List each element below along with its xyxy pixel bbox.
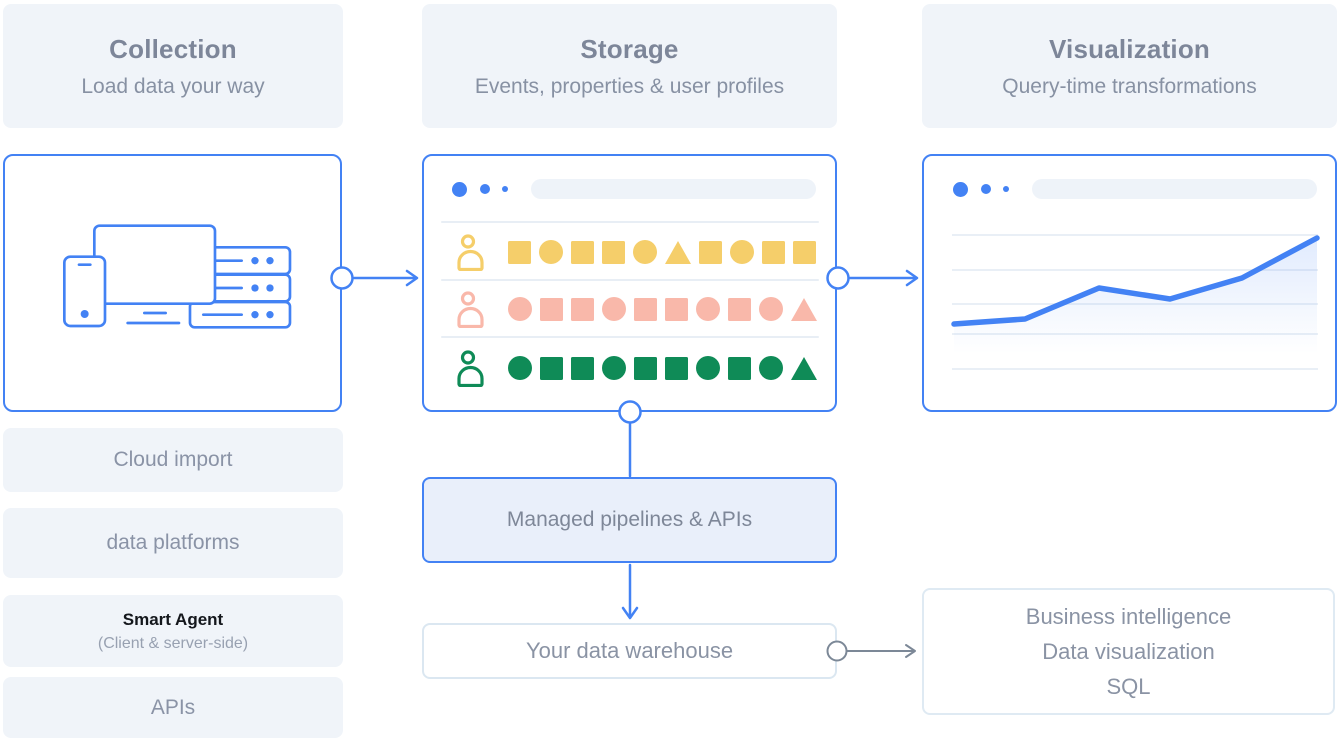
row-divider: [441, 279, 819, 281]
square-shape: [665, 297, 688, 321]
visualization-header-card: Visualization Query-time transformations: [922, 4, 1337, 128]
square-shape: [540, 356, 563, 380]
square-shape: [665, 356, 688, 380]
circle-shape: [508, 297, 532, 321]
event-shapes: [508, 240, 816, 264]
collection-title: Collection: [109, 33, 237, 64]
circle-shape: [696, 297, 720, 321]
visualization-title: Visualization: [1048, 33, 1211, 64]
browser-address-bar: [531, 179, 816, 199]
square-shape: [762, 240, 785, 264]
storage-subtitle: Events, properties & user profiles: [474, 74, 785, 98]
arrow-warehouse-to-destinations: [826, 640, 916, 662]
square-shape: [728, 356, 751, 380]
line-storage-to-managed: [618, 400, 642, 478]
circle-shape: [696, 356, 720, 380]
data-warehouse-box: Your data warehouse: [422, 623, 837, 679]
arrow-storage-to-visualization: [826, 266, 919, 290]
square-shape: [571, 356, 594, 380]
storage-card: [422, 154, 837, 412]
arrow-managed-to-warehouse: [621, 563, 639, 620]
source-label: data platforms: [106, 531, 240, 554]
circle-shape: [508, 356, 532, 380]
smart-agent-label: Smart Agent: [122, 609, 224, 629]
square-shape: [699, 240, 722, 264]
visualization-subtitle: Query-time transformations: [1002, 74, 1257, 98]
visualization-card: [922, 154, 1337, 412]
collection-header-card: Collection Load data your way: [3, 4, 343, 128]
person-icon: [457, 350, 484, 387]
browser-address-bar: [1032, 179, 1317, 199]
destination-sql: SQL: [1106, 674, 1151, 699]
source-data-platforms: data platforms: [3, 508, 343, 578]
managed-pipelines-box: Managed pipelines & APIs: [422, 477, 837, 563]
data-warehouse-label: Your data warehouse: [525, 638, 734, 663]
triangle-shape: [791, 356, 817, 380]
circle-shape: [759, 356, 783, 380]
circle-shape: [759, 297, 783, 321]
square-shape: [508, 240, 531, 264]
square-shape: [602, 240, 625, 264]
collection-subtitle: Load data your way: [81, 74, 265, 98]
row-divider: [441, 336, 819, 338]
square-shape: [571, 240, 594, 264]
person-icon: [457, 234, 484, 271]
circle-shape: [633, 240, 657, 264]
storage-row-yellow: [456, 225, 826, 279]
collection-card: [3, 154, 342, 412]
circle-shape: [539, 240, 563, 264]
storage-header-card: Storage Events, properties & user profil…: [422, 4, 837, 128]
event-shapes: [508, 297, 817, 321]
storage-title: Storage: [580, 33, 679, 64]
source-label: Cloud import: [113, 448, 233, 471]
browser-dot-large: [953, 182, 968, 197]
square-shape: [793, 240, 816, 264]
managed-pipelines-label: Managed pipelines & APIs: [506, 508, 753, 531]
browser-dot-small: [502, 186, 508, 192]
source-smart-agent: Smart Agent (Client & server-side): [3, 595, 343, 667]
person-icon: [457, 291, 484, 328]
source-apis: APIs: [3, 677, 343, 738]
triangle-shape: [665, 240, 691, 264]
square-shape: [728, 297, 751, 321]
circle-shape: [730, 240, 754, 264]
circle-shape: [602, 297, 626, 321]
source-cloud-import: Cloud import: [3, 428, 343, 492]
browser-dot-small: [1003, 186, 1009, 192]
square-shape: [540, 297, 563, 321]
destination-business-intelligence: Business intelligence: [1025, 604, 1232, 629]
arrow-collection-to-storage: [330, 266, 419, 290]
smart-agent-sublabel: (Client & server-side): [97, 634, 249, 652]
row-divider: [441, 221, 819, 223]
devices-icon: [62, 224, 292, 329]
line-chart: [951, 234, 1320, 374]
destinations-box: Business intelligence Data visualization…: [922, 588, 1335, 715]
square-shape: [634, 297, 657, 321]
source-label: APIs: [150, 695, 196, 719]
browser-dot-medium: [480, 184, 490, 194]
storage-row-green: [456, 341, 826, 395]
storage-row-pink: [456, 282, 826, 336]
circle-shape: [602, 356, 626, 380]
triangle-shape: [791, 297, 817, 321]
browser-dot-large: [452, 182, 467, 197]
browser-dot-medium: [981, 184, 991, 194]
destination-data-visualization: Data visualization: [1042, 639, 1215, 664]
event-shapes: [508, 356, 817, 380]
square-shape: [634, 356, 657, 380]
square-shape: [571, 297, 594, 321]
